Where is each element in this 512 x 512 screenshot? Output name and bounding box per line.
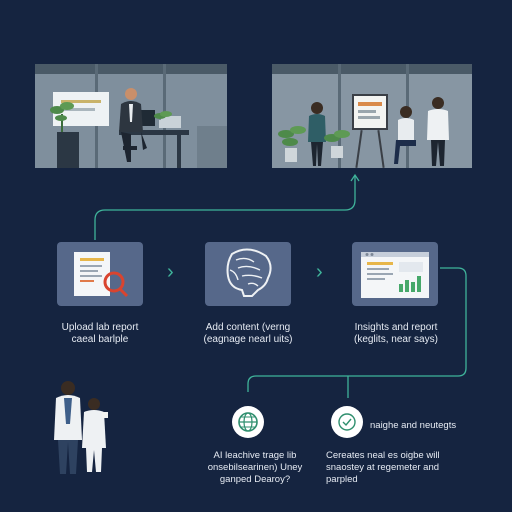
bottom-right-title: naighe and neutegts bbox=[370, 420, 457, 431]
check-circle-icon bbox=[331, 406, 363, 438]
chair bbox=[123, 146, 137, 150]
connector-right bbox=[247, 267, 467, 392]
step-caption-upload: Upload lab report caeal barlple bbox=[61, 322, 139, 345]
cabinet bbox=[57, 132, 79, 168]
doctors-illustration bbox=[54, 381, 108, 474]
chevron-right-icon: › bbox=[316, 261, 323, 283]
office-scene-illustration bbox=[35, 64, 227, 168]
bottom-right-description: Cereates neal es oigbe will snaostey at … bbox=[326, 450, 440, 485]
lab-report-magnifier-icon bbox=[74, 252, 129, 298]
desk bbox=[119, 130, 189, 135]
brain-scan-icon bbox=[226, 248, 272, 297]
plant-icon bbox=[324, 130, 350, 158]
step-card-add-content[interactable] bbox=[205, 242, 291, 306]
step-card-insights[interactable] bbox=[352, 242, 438, 306]
person-at-desk-icon bbox=[119, 88, 147, 162]
monitor bbox=[139, 110, 155, 126]
plant-icon bbox=[50, 102, 74, 134]
bottom-left-description: AI leachive trage lib onsebilsearinen) U… bbox=[207, 450, 303, 485]
step-caption-insights: Insights and report (keglits, near says) bbox=[354, 322, 438, 345]
plant-icon bbox=[278, 126, 306, 162]
meeting-scene-illustration bbox=[272, 64, 472, 168]
globe-icon bbox=[232, 406, 264, 438]
connector-top bbox=[94, 176, 356, 240]
insights-dashboard-icon bbox=[361, 252, 429, 298]
connector-top-arrow bbox=[350, 173, 360, 182]
presenter-icon bbox=[308, 102, 326, 166]
chevron-right-icon: › bbox=[167, 261, 174, 283]
step-caption-add-content: Add content (verng (eagnage nearl uits) bbox=[203, 322, 293, 345]
standing-doctor-icon bbox=[427, 97, 449, 166]
desk-plant-icon bbox=[154, 111, 172, 128]
step-card-upload[interactable] bbox=[57, 242, 143, 306]
seated-person-icon bbox=[394, 106, 416, 164]
